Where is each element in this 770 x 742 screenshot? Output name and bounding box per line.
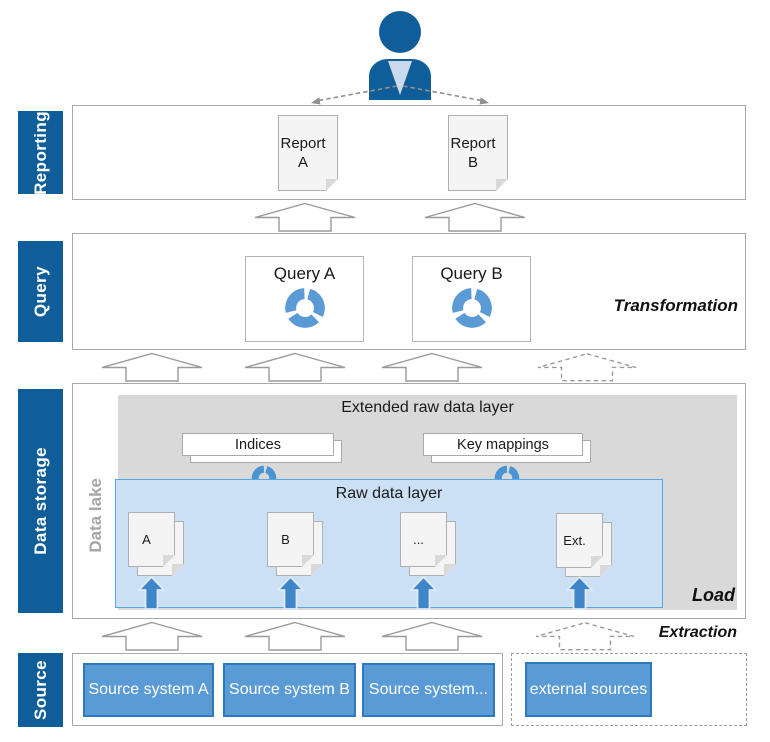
doc-stack-etc: ... bbox=[400, 512, 447, 567]
external-sources-box: external sources bbox=[525, 662, 652, 717]
load-arrow-icon bbox=[138, 576, 165, 610]
user-icon bbox=[369, 11, 431, 100]
transformation-label: Transformation bbox=[613, 296, 738, 315]
raw-data-layer-title: Raw data layer bbox=[335, 485, 443, 502]
band-label-data-storage-text: Data storage bbox=[30, 447, 50, 555]
load-arrow-icon bbox=[277, 576, 304, 610]
source-system-b-box: Source system B bbox=[223, 663, 356, 717]
load-arrow-icon bbox=[566, 576, 593, 610]
cycle-icon bbox=[451, 288, 492, 328]
doc-a-label: A bbox=[142, 532, 151, 547]
arrow-up-icon bbox=[381, 352, 483, 382]
band-label-source-text: Source bbox=[30, 659, 50, 721]
user-report-connector bbox=[311, 85, 489, 105]
band-label-reporting-text: Reporting bbox=[30, 110, 50, 195]
query-b-label: Query B bbox=[440, 264, 503, 283]
band-label-query: Query bbox=[18, 241, 63, 342]
band-label-reporting: Reporting bbox=[18, 111, 63, 194]
doc-b-label: B bbox=[281, 532, 290, 547]
arrow-up-icon bbox=[244, 352, 346, 382]
arrow-up-icon bbox=[254, 202, 356, 232]
doc-stack-b: B bbox=[267, 512, 314, 567]
band-label-source: Source bbox=[18, 653, 63, 727]
band-label-query-text: Query bbox=[30, 265, 50, 318]
arrow-up-icon bbox=[101, 621, 203, 651]
extended-raw-data-layer-title: Extended raw data layer bbox=[341, 399, 514, 416]
query-b-box: Query B bbox=[412, 256, 531, 342]
key-mappings-tag: Key mappings bbox=[423, 433, 583, 456]
arrow-up-icon bbox=[424, 202, 526, 232]
data-lake-label-text: Data lake bbox=[86, 477, 105, 553]
band-query bbox=[72, 233, 746, 350]
data-lake-label: Data lake bbox=[80, 440, 112, 590]
query-a-box: Query A bbox=[245, 256, 364, 342]
extraction-label: Extraction bbox=[658, 624, 737, 641]
arrow-up-icon bbox=[101, 352, 203, 382]
arrow-up-dashed-icon bbox=[537, 353, 637, 382]
band-label-data-storage: Data storage bbox=[18, 389, 63, 613]
doc-etc-label: ... bbox=[413, 532, 424, 547]
report-a-document: Report A bbox=[278, 115, 338, 191]
report-b-document: Report B bbox=[448, 115, 508, 191]
doc-ext-label: Ext. bbox=[563, 533, 586, 548]
arrow-up-dashed-icon bbox=[535, 622, 635, 651]
cycle-icon bbox=[284, 288, 325, 328]
source-system-etc-box: Source system... bbox=[362, 663, 495, 717]
arrow-up-icon bbox=[381, 621, 483, 651]
indices-tag: Indices bbox=[182, 433, 334, 456]
load-arrow-icon bbox=[410, 576, 437, 610]
arrow-up-icon bbox=[244, 621, 346, 651]
load-label: Load bbox=[692, 585, 735, 605]
report-b-label: Report B bbox=[450, 134, 496, 171]
doc-stack-ext: Ext. bbox=[556, 513, 603, 568]
external-sources-group bbox=[511, 653, 747, 726]
report-a-label: Report A bbox=[280, 134, 326, 171]
doc-stack-a: A bbox=[128, 512, 175, 567]
band-reporting bbox=[72, 105, 746, 200]
source-system-a-box: Source system A bbox=[83, 663, 214, 717]
query-a-label: Query A bbox=[273, 264, 336, 283]
